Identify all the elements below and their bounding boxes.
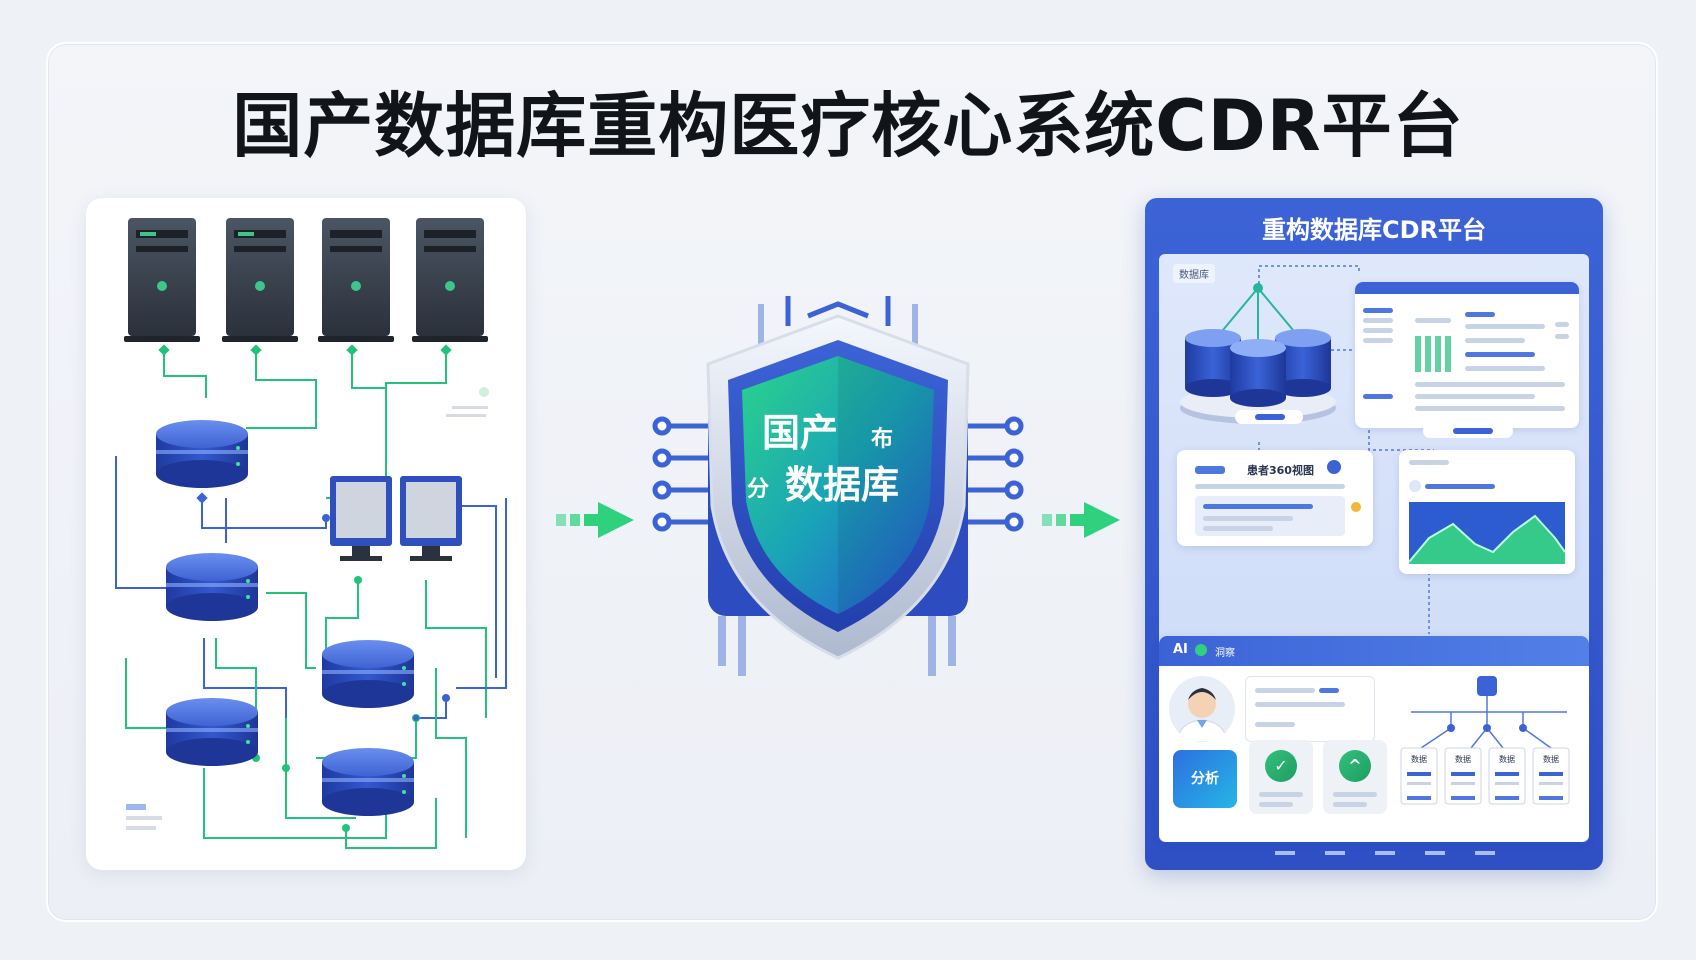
server-4-icon — [412, 218, 488, 342]
flow-arrow-2-icon — [1042, 502, 1120, 538]
server-3-icon — [318, 218, 394, 342]
patient-360-label: 患者360视图 — [1247, 464, 1314, 477]
org-node-4-label: 数据 — [1543, 754, 1559, 764]
database-4-icon — [166, 698, 258, 766]
ai-insight-card: AI 洞察 分析 ✓ — [1159, 636, 1589, 842]
org-node-1-label: 数据 — [1411, 754, 1427, 764]
trend-tile[interactable]: ^ — [1323, 740, 1387, 814]
check-tile[interactable]: ✓ — [1249, 740, 1313, 814]
check-icon: ✓ — [1265, 750, 1297, 782]
database-3-icon — [322, 640, 414, 708]
shield-line2-small: 分 — [747, 477, 769, 502]
pill-connector-2 — [1423, 424, 1513, 438]
doctor-avatar-icon — [1176, 688, 1228, 742]
legacy-systems-panel — [86, 198, 526, 870]
monitor-2-icon — [400, 476, 462, 561]
legacy-network-diagram — [115, 218, 507, 849]
database-2-icon — [166, 553, 258, 621]
domestic-database-shield: 国产 布 分 数据库 — [652, 296, 1024, 676]
trend-up-icon: ^ — [1339, 750, 1371, 782]
page-title: 国产数据库重构医疗核心系统CDR平台 — [232, 85, 1464, 167]
database-5-icon — [322, 748, 414, 816]
ai-label: AI — [1173, 642, 1188, 657]
trend-chart-card — [1399, 450, 1575, 574]
server-1-icon — [124, 218, 200, 342]
database-1-icon — [156, 420, 248, 488]
records-dashboard-card — [1355, 282, 1579, 428]
org-root-icon — [1477, 676, 1497, 696]
shield-line1-main: 国产 — [762, 411, 838, 455]
doctor-avatar — [1169, 676, 1235, 742]
patient-info-icon — [1327, 460, 1341, 474]
monitor-1-icon — [330, 476, 392, 561]
cdr-footer-bar — [1275, 851, 1495, 855]
patient-360-card[interactable]: 患者360视图 — [1177, 450, 1373, 546]
analysis-button[interactable]: 分析 — [1173, 750, 1237, 808]
cdr-platform-panel: 重构数据库CDR平台 数据库 — [1145, 198, 1603, 870]
legacy-workstations — [330, 476, 462, 561]
cdr-platform-title: 重构数据库CDR平台 — [1261, 216, 1486, 244]
pill-connector-1 — [1235, 410, 1303, 424]
database-tag: 数据库 — [1173, 264, 1215, 283]
org-node-2-label: 数据 — [1455, 754, 1471, 764]
legacy-servers — [124, 218, 488, 342]
legacy-databases — [156, 420, 414, 816]
trend-chart-icon — [1409, 502, 1565, 564]
org-node-3-label: 数据 — [1499, 754, 1515, 764]
shield-line1-small: 布 — [871, 426, 893, 452]
shield-line2-main: 数据库 — [785, 463, 899, 507]
ai-status-icon — [1195, 644, 1207, 656]
flow-arrow-1-icon — [556, 502, 634, 538]
ai-sub-label: 洞察 — [1215, 648, 1235, 659]
org-tree-diagram: 数据 数据 数据 数据 — [1400, 676, 1570, 805]
server-2-icon — [222, 218, 298, 342]
cdr-dashboard: 数据库 — [1159, 254, 1589, 842]
